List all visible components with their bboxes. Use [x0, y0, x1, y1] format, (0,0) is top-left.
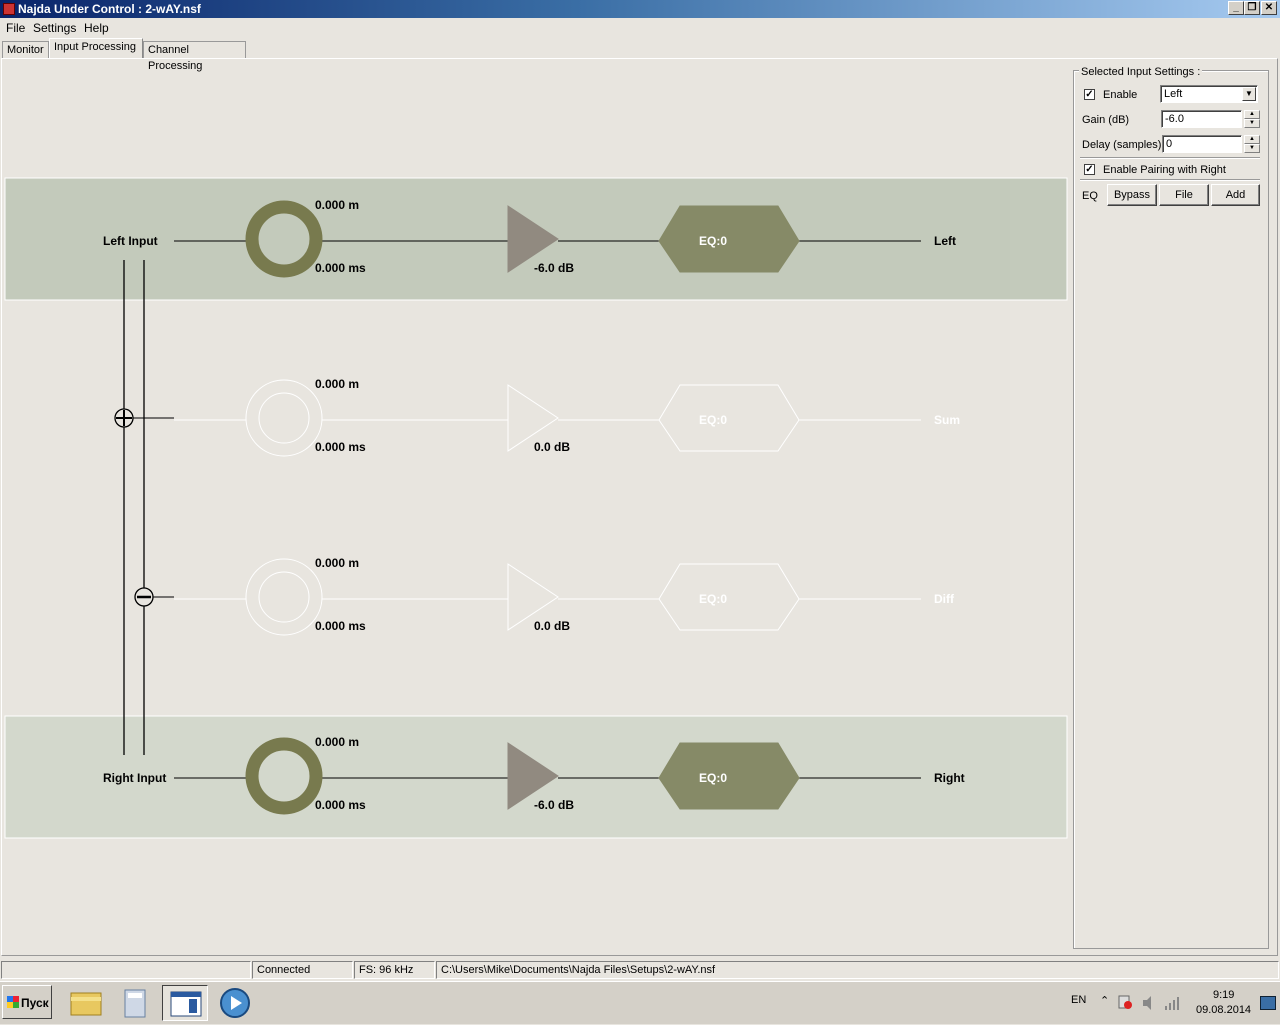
left-gain-amplifier[interactable] [507, 205, 559, 273]
pairing-checkbox[interactable]: ✓ [1084, 164, 1095, 175]
right-distance-label: 0.000 m [315, 735, 359, 749]
show-desktop-icon[interactable] [1260, 996, 1276, 1010]
language-indicator[interactable]: EN [1071, 994, 1087, 1006]
delay-label: Delay (samples) [1082, 139, 1162, 151]
left-eq-label: EQ:0 [699, 234, 727, 248]
taskbar [0, 981, 1280, 1024]
tab-input-processing[interactable]: Input Processing [49, 38, 143, 59]
gain-input[interactable]: -6.0 [1161, 110, 1242, 128]
minimize-button[interactable]: _ [1228, 1, 1244, 15]
sum-delay-label: 0.000 ms [315, 440, 366, 454]
volume-icon[interactable] [1143, 996, 1151, 1010]
start-label: Пуск [21, 996, 49, 1010]
sum-eq-label: EQ:0 [699, 413, 727, 427]
delay-input[interactable]: 0 [1162, 135, 1242, 153]
diff-gain-label: 0.0 dB [534, 619, 570, 633]
left-gain-label: -6.0 dB [534, 261, 574, 275]
diff-eq-block[interactable] [658, 563, 800, 631]
eq-add-button[interactable]: Add [1211, 184, 1260, 206]
status-connection: Connected [252, 961, 353, 979]
gain-label: Gain (dB) [1082, 114, 1130, 126]
left-row-band[interactable] [4, 177, 1068, 301]
system-tray-icons [1118, 995, 1179, 1010]
channel-select-value: Left [1164, 88, 1183, 100]
divider [1080, 157, 1260, 159]
left-input-label: Left Input [103, 234, 158, 248]
diff-gain-amplifier[interactable] [507, 563, 559, 631]
maximize-button[interactable]: ❐ [1244, 1, 1260, 15]
status-blank [1, 961, 251, 979]
sum-gain-label: 0.0 dB [534, 440, 570, 454]
left-eq-block[interactable] [658, 205, 800, 273]
left-delay-label: 0.000 ms [315, 261, 366, 275]
diff-delay-ring-inner [258, 571, 310, 623]
sum-distance-label: 0.000 m [315, 377, 359, 391]
diff-node[interactable] [134, 587, 154, 607]
status-file-path: C:\Users\Mike\Documents\Najda Files\Setu… [436, 961, 1279, 979]
menu-file[interactable]: File [6, 21, 26, 35]
clock-date[interactable]: 09.08.2014 [1196, 1004, 1252, 1016]
sum-delay-ring[interactable] [245, 379, 323, 457]
chevron-down-icon[interactable]: ▼ [1242, 87, 1256, 101]
right-delay-label: 0.000 ms [315, 798, 366, 812]
right-eq-label: EQ:0 [699, 771, 727, 785]
calculator-icon[interactable] [113, 985, 159, 1021]
channel-select[interactable]: Left ▼ [1160, 85, 1258, 103]
tab-monitor[interactable]: Monitor [2, 41, 49, 58]
status-bar: Connected FS: 96 kHz C:\Users\Mike\Docum… [0, 960, 1280, 980]
close-button[interactable]: ✕ [1261, 1, 1277, 15]
menu-settings[interactable]: Settings [33, 21, 77, 35]
najda-app-icon[interactable] [162, 985, 208, 1021]
start-button[interactable]: Пуск [2, 985, 52, 1019]
menu-help[interactable]: Help [84, 21, 109, 35]
left-delay-ring[interactable] [245, 200, 323, 278]
diff-delay-ring[interactable] [245, 558, 323, 636]
right-gain-amplifier[interactable] [507, 742, 559, 810]
right-eq-block[interactable] [658, 742, 800, 810]
left-distance-label: 0.000 m [315, 198, 359, 212]
title-bar: Najda Under Control : 2-wAY.nsf _ ❐ ✕ [0, 0, 1280, 18]
clock-time[interactable]: 9:19 [1213, 989, 1235, 1001]
explorer-icon[interactable] [63, 985, 109, 1021]
diff-output-label: Diff [934, 592, 955, 606]
eq-file-button[interactable]: File [1159, 184, 1209, 206]
settings-title: Selected Input Settings : [1079, 66, 1203, 78]
sum-eq-block[interactable] [658, 384, 800, 452]
enable-checkbox[interactable]: ✓ [1084, 89, 1095, 100]
bypass-button[interactable]: Bypass [1107, 184, 1157, 206]
network-icon[interactable] [1165, 997, 1179, 1010]
left-output-label: Left [934, 234, 956, 248]
right-output-label: Right [934, 771, 965, 785]
right-delay-ring[interactable] [245, 737, 323, 815]
tab-strip: Monitor Input Processing Channel Process… [0, 38, 1280, 72]
window-title: Najda Under Control : 2-wAY.nsf [18, 2, 201, 16]
windows-logo-icon [7, 996, 19, 1008]
right-gain-label: -6.0 dB [534, 798, 574, 812]
media-player-icon[interactable] [212, 985, 258, 1021]
flag-icon[interactable] [1118, 995, 1132, 1009]
gain-stepper[interactable]: ▲▼ [1244, 110, 1260, 128]
diff-delay-label: 0.000 ms [315, 619, 366, 633]
sum-gain-amplifier[interactable] [507, 384, 559, 452]
pairing-label: Enable Pairing with Right [1103, 164, 1226, 176]
show-hidden-icons-icon[interactable]: ⌃ [1100, 995, 1110, 1007]
content-frame [1, 58, 1278, 956]
diff-distance-label: 0.000 m [315, 556, 359, 570]
input-processing-diagram: Left Input 0.000 m 0.000 ms -6.0 dB EQ:0 Left… [4, 177, 1068, 839]
sum-output-label: Sum [934, 413, 960, 427]
eq-label: EQ [1082, 190, 1098, 202]
delay-stepper[interactable]: ▲▼ [1244, 135, 1260, 153]
app-icon [3, 3, 15, 15]
right-input-label: Right Input [103, 771, 166, 785]
tab-channel-processing[interactable]: Channel Processing [143, 41, 246, 72]
enable-label: Enable [1103, 89, 1138, 101]
diff-eq-label: EQ:0 [699, 592, 727, 606]
sum-delay-ring-inner [258, 392, 310, 444]
divider [1080, 179, 1260, 181]
status-sample-rate: FS: 96 kHz [354, 961, 435, 979]
menu-bar: File Settings Help [0, 18, 1280, 38]
sum-node[interactable] [114, 408, 134, 428]
